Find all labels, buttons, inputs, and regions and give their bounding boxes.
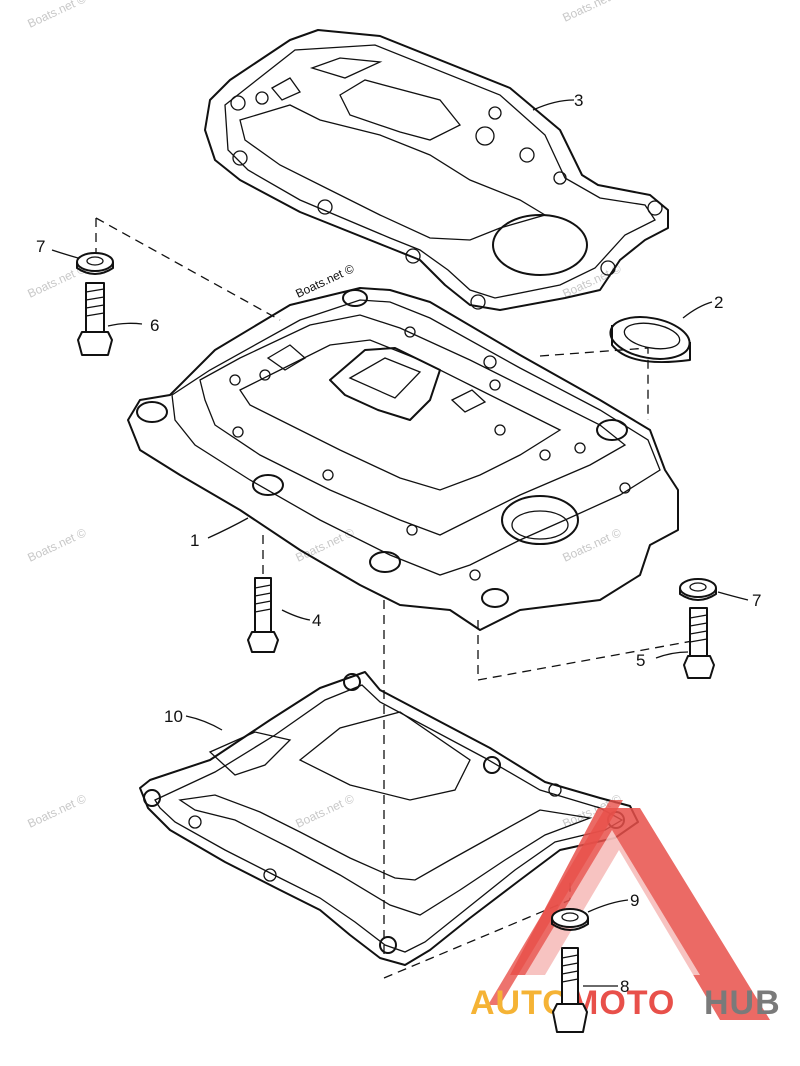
callout-8: 8 [620, 977, 629, 996]
callout-10: 10 [164, 707, 183, 726]
watermark-text: Boats.net © [293, 261, 356, 300]
logo-text-hub: HUB [704, 984, 781, 1022]
callout-labels: 3 2 1 4 5 6 7 7 8 9 10 [36, 91, 761, 996]
housing-plate [127, 287, 679, 631]
callout-2: 2 [714, 293, 723, 312]
callout-7-left: 7 [36, 237, 45, 256]
callout-6: 6 [150, 316, 159, 335]
washer-7-right [679, 578, 717, 601]
watermark-text: Boats.net © [293, 791, 356, 830]
bolt-5 [683, 607, 715, 679]
bolt-6 [77, 282, 113, 356]
watermark-text: Boats.net © [25, 525, 88, 564]
logo-text-moto: MOTO [570, 984, 675, 1022]
callout-5: 5 [636, 651, 645, 670]
lower-gasket [139, 671, 639, 966]
oil-seal [609, 316, 691, 364]
callout-1: 1 [190, 531, 199, 550]
bolt-8 [552, 947, 588, 1033]
watermark-text: Boats.net © [25, 0, 88, 31]
watermark-text: Boats.net © [25, 791, 88, 830]
bolt-4 [247, 577, 279, 653]
upper-gasket [204, 29, 669, 311]
washer-9 [551, 908, 589, 931]
callout-4: 4 [312, 611, 321, 630]
logo-text-auto: AUTO [470, 984, 570, 1022]
watermark-text: Boats.net © [560, 0, 623, 25]
callout-7-right: 7 [752, 591, 761, 610]
callout-9: 9 [630, 891, 639, 910]
watermark-text: Boats.net © [293, 525, 356, 564]
leader-lines [51, 99, 749, 987]
watermark-text: Boats.net © [560, 525, 623, 564]
washer-7-left [76, 252, 114, 275]
callout-3: 3 [574, 91, 583, 110]
